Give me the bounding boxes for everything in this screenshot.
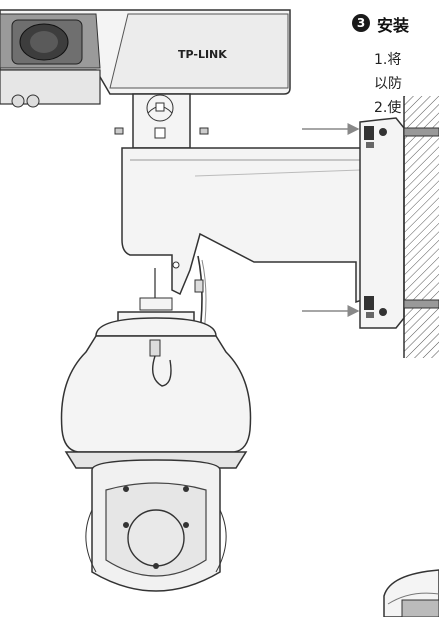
- camera-partial: [383, 569, 439, 617]
- instruction-line: 以防: [374, 76, 402, 92]
- ptz-dome-camera: [60, 297, 252, 592]
- wall: [403, 96, 439, 358]
- screw-icon: [123, 486, 189, 569]
- wall-bracket-arm: [121, 147, 369, 304]
- wall-plate: [359, 117, 405, 329]
- mount-joint: [114, 93, 209, 149]
- instruction-line: 2.使: [374, 100, 402, 116]
- brand-logo: TP-LINK: [178, 48, 227, 61]
- bolt-icon: [364, 126, 374, 148]
- box-camera: TP-LINK: [0, 9, 291, 108]
- bolt-icon: [364, 296, 374, 318]
- rope-clip-icon: [149, 339, 172, 387]
- instruction-line: 1.将: [374, 52, 402, 68]
- lens-icon: [11, 19, 83, 65]
- screw-icon: [403, 127, 439, 309]
- ir-led-icon: [11, 94, 40, 108]
- step-number-badge: 3: [352, 14, 370, 32]
- step-title: 安装: [377, 16, 410, 35]
